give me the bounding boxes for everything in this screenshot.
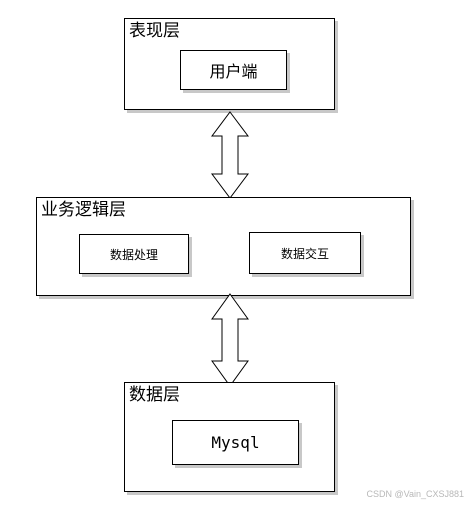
bidirectional-arrow-top [211,111,249,199]
bidirectional-arrow-bottom [211,293,249,387]
data-processing-box: 数据处理 [79,234,189,274]
data-interaction-box: 数据交互 [249,232,361,274]
client-box: 用户端 [180,50,287,90]
watermark: CSDN @Vain_CXSJ881 [366,489,464,499]
mysql-box: Mysql [172,420,299,465]
bidirectional-arrow-bottom-shape [211,293,249,387]
data-layer: 数据层 Mysql [124,382,335,492]
business-logic-layer-title: 业务逻辑层 [41,200,126,220]
presentation-layer-title: 表现层 [129,21,180,41]
bidirectional-arrow-top-shape [211,111,249,199]
data-layer-title: 数据层 [129,385,180,405]
business-logic-layer: 业务逻辑层 数据处理 数据交互 [36,197,411,296]
presentation-layer: 表现层 用户端 [124,18,335,110]
